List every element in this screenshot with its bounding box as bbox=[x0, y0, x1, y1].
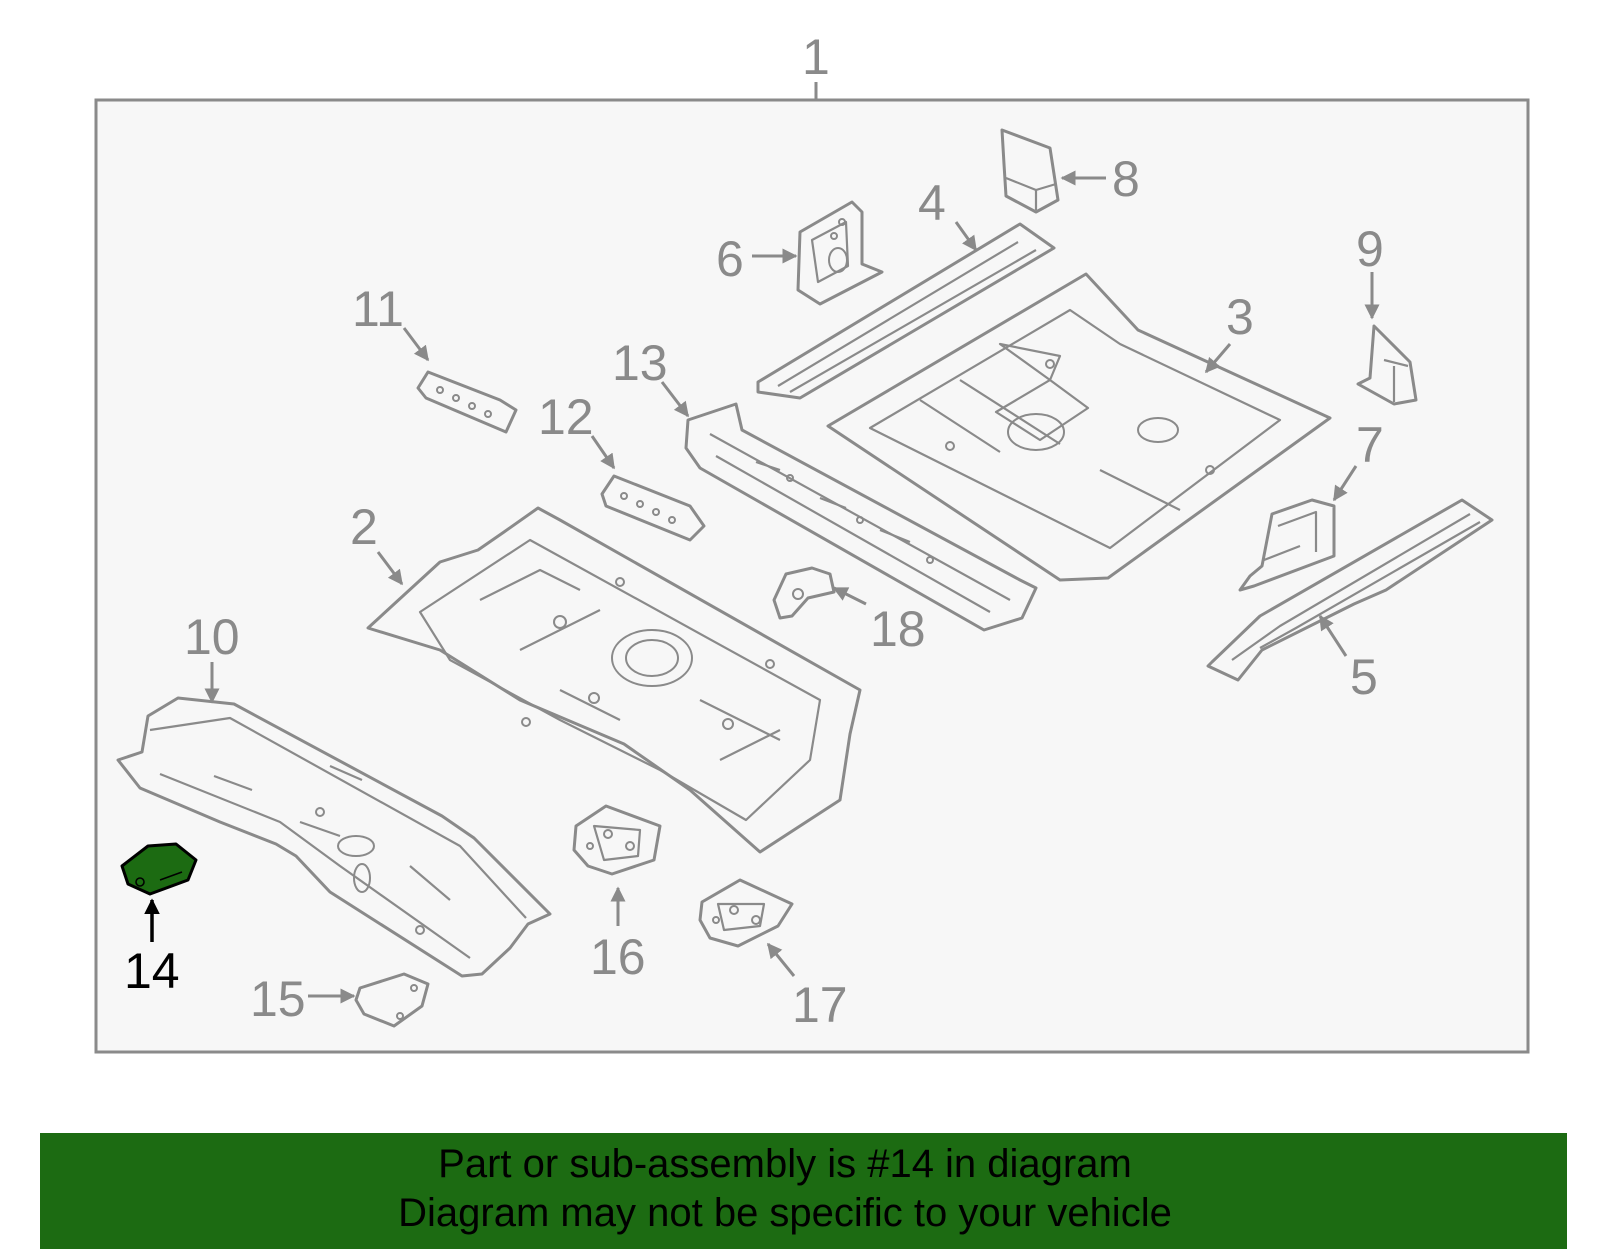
callout-3: 3 bbox=[1226, 289, 1254, 345]
callout-2: 2 bbox=[350, 499, 378, 555]
callout-9: 9 bbox=[1356, 221, 1384, 277]
callout-4-arrow bbox=[954, 221, 978, 252]
callout-5-arrow bbox=[1318, 614, 1348, 657]
callout-6: 6 bbox=[716, 231, 744, 287]
callout-15: 15 bbox=[250, 971, 306, 1027]
callout-12: 12 bbox=[538, 389, 594, 445]
callout-2-arrow bbox=[376, 551, 404, 586]
part-11[interactable] bbox=[416, 370, 518, 434]
callout-10: 10 bbox=[184, 609, 240, 665]
part-16[interactable] bbox=[572, 804, 662, 876]
callout-16: 16 bbox=[590, 929, 646, 985]
part-15[interactable] bbox=[354, 972, 430, 1028]
part-13[interactable] bbox=[684, 402, 1038, 632]
callout-7-arrow bbox=[1332, 465, 1358, 502]
part-3[interactable] bbox=[826, 272, 1332, 582]
callout-5: 5 bbox=[1350, 649, 1378, 705]
callout-12-arrow bbox=[590, 435, 616, 470]
callout-3-arrow bbox=[1204, 343, 1232, 374]
callout-11: 11 bbox=[352, 281, 404, 337]
callout-13: 13 bbox=[612, 335, 668, 391]
parts-diagram: 1 8 6 4 3 9 bbox=[94, 29, 1530, 1054]
callout-7: 7 bbox=[1356, 417, 1384, 473]
part-10[interactable] bbox=[116, 696, 552, 978]
part-12[interactable] bbox=[600, 474, 706, 542]
callout-8: 8 bbox=[1112, 151, 1140, 207]
part-2[interactable] bbox=[366, 506, 862, 854]
banner-line-2: Diagram may not be specific to your vehi… bbox=[398, 1191, 1172, 1235]
callout-1: 1 bbox=[802, 29, 830, 85]
part-17[interactable] bbox=[698, 878, 794, 948]
part-9[interactable] bbox=[1356, 324, 1418, 406]
part-14-highlighted[interactable] bbox=[120, 842, 198, 896]
callout-13-arrow bbox=[660, 381, 690, 418]
callout-4: 4 bbox=[918, 175, 946, 231]
part-8[interactable] bbox=[1000, 128, 1060, 214]
callout-17: 17 bbox=[792, 977, 848, 1033]
callout-18-arrow bbox=[832, 586, 867, 606]
callout-11-arrow bbox=[402, 327, 430, 362]
callout-14: 14 bbox=[124, 943, 180, 999]
part-6[interactable] bbox=[796, 200, 884, 306]
info-banner: Part or sub-assembly is #14 in diagram D… bbox=[40, 1133, 1567, 1249]
part-18[interactable] bbox=[772, 566, 836, 620]
callout-17-arrow bbox=[766, 942, 796, 977]
part-5[interactable] bbox=[1206, 498, 1494, 682]
callout-18: 18 bbox=[870, 601, 926, 657]
part-7[interactable] bbox=[1238, 498, 1336, 592]
banner-line-1: Part or sub-assembly is #14 in diagram bbox=[438, 1142, 1132, 1186]
